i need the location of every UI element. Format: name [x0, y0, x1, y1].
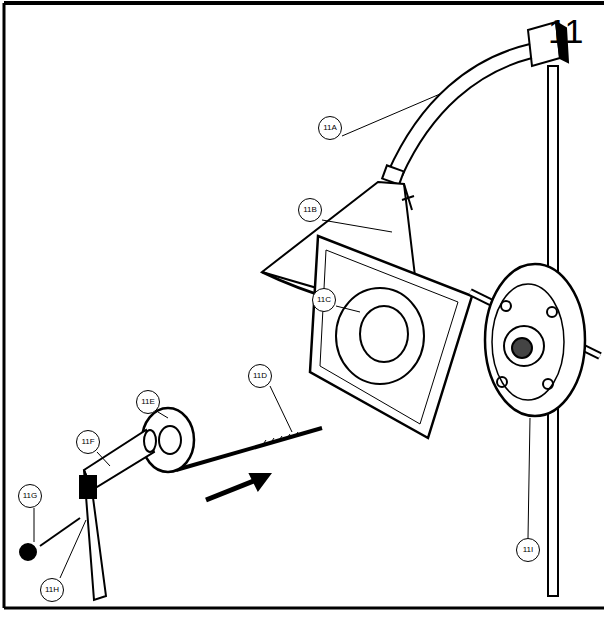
figure-number: 11: [548, 14, 583, 48]
callout-number: 11I: [516, 538, 540, 562]
callout-number: 11G: [18, 484, 42, 508]
callout-number: 11A: [318, 116, 342, 140]
callout-number: 11H: [40, 578, 64, 602]
callout-number: 11D: [248, 364, 272, 388]
callout-number: 11C: [312, 288, 336, 312]
callout-number: 11F: [76, 430, 100, 454]
callout-number: 11E: [136, 390, 160, 414]
callout-number: 11B: [298, 198, 322, 222]
